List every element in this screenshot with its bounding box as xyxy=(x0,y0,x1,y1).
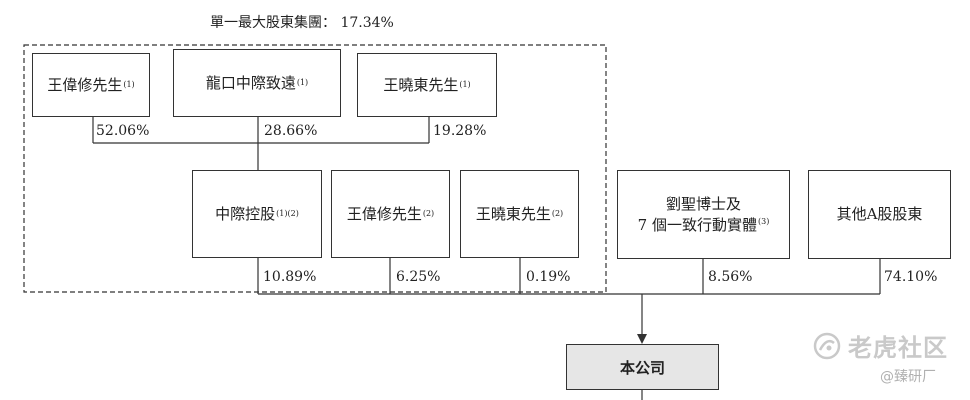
pct-label: 6.25% xyxy=(396,269,441,285)
tiger-logo-icon xyxy=(813,332,841,359)
group-title: 單一最大股東集團： 17.34% xyxy=(210,15,394,31)
footnote-ref: (2) xyxy=(551,208,564,218)
pct-label: 52.06% xyxy=(96,123,150,139)
holder-box-wang-weixiu-mid: 王偉修先生(2) xyxy=(331,170,450,258)
holder-name: 龍口中際致遠 xyxy=(205,73,296,92)
pct-label: 74.10% xyxy=(884,269,938,285)
holder-name: 其他A股股東 xyxy=(836,205,923,224)
holder-box-wang-xiaodong-top: 王曉東先生(1) xyxy=(357,53,497,117)
watermark-handle: @臻研厂 xyxy=(880,369,936,385)
holder-name: 王偉修先生 xyxy=(47,75,123,94)
pct-label: 28.66% xyxy=(264,123,318,139)
footnote-ref: (1)(2) xyxy=(276,208,299,218)
footnote-ref: (2) xyxy=(422,208,435,218)
holder-box-longkou-zhongji: 龍口中際致遠(1) xyxy=(173,49,341,117)
footnote-ref: (3) xyxy=(757,216,770,226)
holder-name-line2: 7 個一致行動實體 xyxy=(637,215,757,234)
holder-name: 王曉東先生 xyxy=(475,204,551,223)
pct-label: 10.89% xyxy=(263,269,317,285)
watermark-brand: 老虎社区 xyxy=(812,328,948,363)
holder-name: 王偉修先生 xyxy=(346,204,422,223)
pct-label: 0.19% xyxy=(526,269,571,285)
watermark-brand-text: 老虎社区 xyxy=(848,334,948,362)
footnote-ref: (1) xyxy=(123,79,135,89)
holder-name: 王曉東先生 xyxy=(383,75,459,94)
footnote-ref: (1) xyxy=(296,77,309,87)
company-box: 本公司 xyxy=(566,344,719,390)
holder-box-other-a-shareholders: 其他A股股東 xyxy=(808,170,951,259)
group-dashed-border xyxy=(23,44,607,293)
pct-label: 19.28% xyxy=(433,123,487,139)
holder-name: 中際控股 xyxy=(215,204,276,223)
holder-box-zhongji-holdings: 中際控股(1)(2) xyxy=(192,170,322,258)
holder-box-wang-xiaodong-mid: 王曉東先生(2) xyxy=(460,170,579,258)
holder-box-dr-liu-sheng: 劉聖博士及 7 個一致行動實體(3) xyxy=(617,170,790,259)
pct-label: 8.56% xyxy=(708,269,753,285)
footnote-ref: (1) xyxy=(459,79,471,89)
holder-box-wang-weixiu-top: 王偉修先生(1) xyxy=(32,53,150,117)
holder-name-line1: 劉聖博士及 xyxy=(665,195,741,214)
